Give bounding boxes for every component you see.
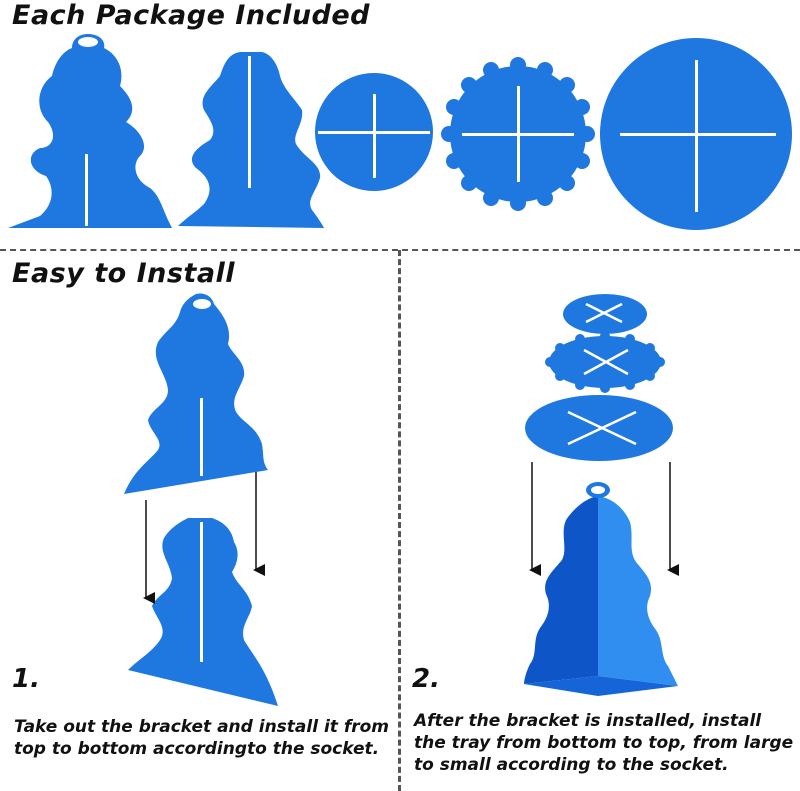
step2-assembled-stand (524, 482, 678, 696)
tray-large-round (600, 38, 792, 230)
step1-caption: Take out the bracket and install it from… (14, 717, 390, 759)
step2-caption: After the bracket is installed, install … (414, 711, 794, 775)
tray-medium-scalloped (441, 57, 595, 211)
step1-number: 1. (12, 664, 40, 694)
column-divider (398, 250, 401, 791)
step2-tray-large (525, 395, 673, 461)
tray-small-round (315, 73, 433, 191)
step1-upper-bracket (124, 293, 268, 494)
step2-number: 2. (412, 664, 440, 694)
bracket-piece-with-loop (8, 34, 172, 228)
install-title: Easy to Install (12, 258, 236, 289)
step2-tray-scalloped (545, 331, 665, 393)
step2-tray-small (563, 294, 647, 334)
bracket-piece-slotted (178, 52, 324, 228)
package-title: Each Package Included (12, 0, 371, 31)
package-contents-illustration (8, 34, 792, 230)
step1-lower-bracket (128, 518, 278, 706)
